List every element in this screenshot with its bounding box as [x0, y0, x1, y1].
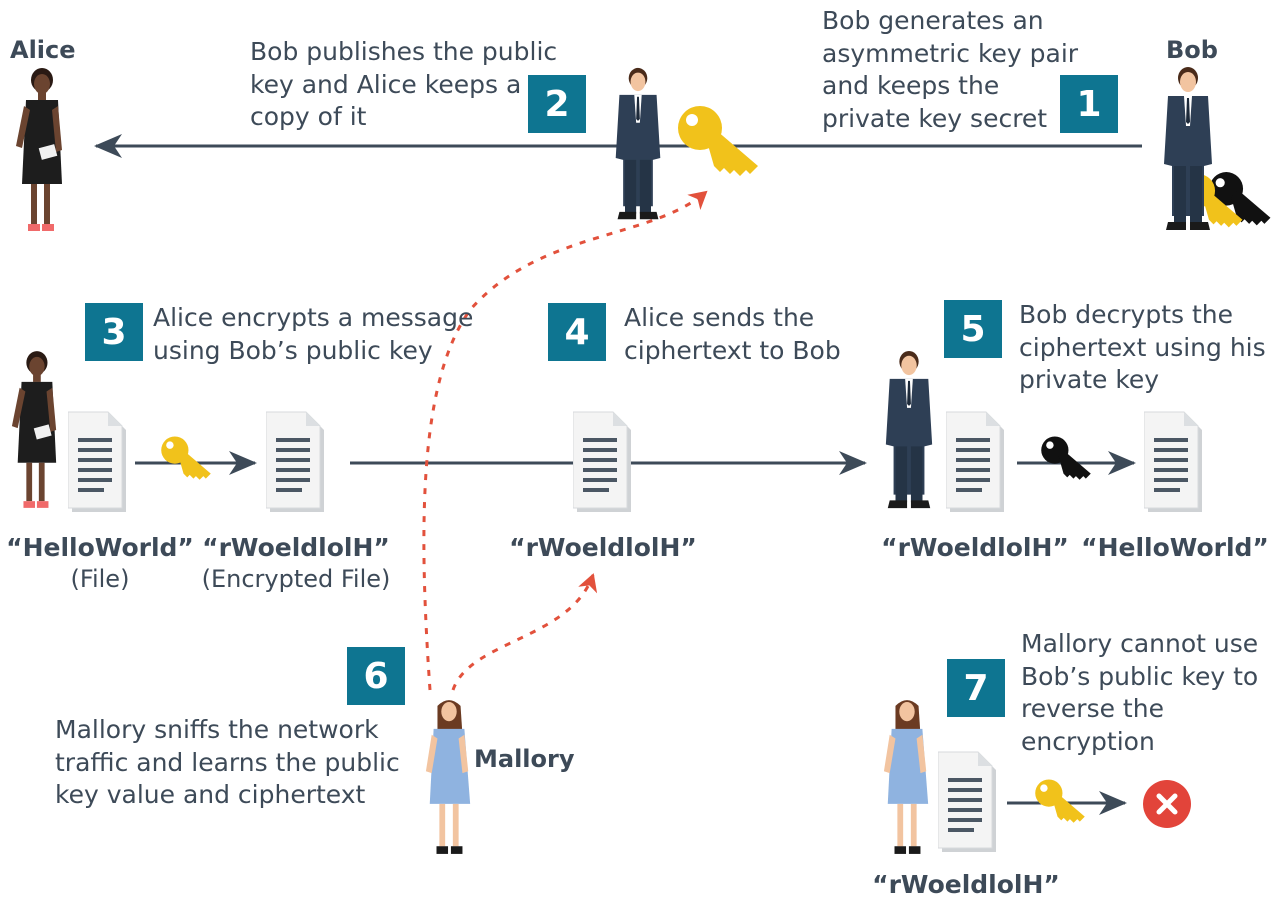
step-5-text: Bob decrypts the ciphertext using his pr… [1019, 300, 1266, 394]
file-plain-label: “HelloWorld” [6, 533, 194, 562]
document-icon [266, 411, 324, 512]
bob-name: Bob [1166, 36, 1218, 64]
step-7-badge: 7 [947, 659, 1005, 717]
error-icon [1143, 780, 1191, 828]
sniff-key-arrow [422, 190, 708, 691]
step-4-text: Alice sends the ciphertext to Bob [624, 303, 841, 365]
step-5-badge: 5 [944, 300, 1002, 358]
alice-person-icon [16, 68, 62, 231]
mallory-person-icon [883, 700, 929, 854]
sniff-cipher-arrow [451, 573, 598, 691]
file-plain-sub: (File) [70, 565, 130, 593]
step-1-text: Bob generates an asymmetric key pair and… [822, 6, 1079, 133]
step-7-text: Mallory cannot use Bob’s public key to r… [1021, 629, 1259, 756]
step-3-text: Alice encrypts a message using Bob’s pub… [153, 303, 474, 365]
public-key-icon [678, 106, 758, 176]
mallory-cipher-label: “rWoeldlolH” [872, 870, 1060, 899]
document-icon [938, 751, 996, 852]
step-3-badge: 3 [85, 303, 143, 361]
step-2-badge: 2 [528, 75, 586, 133]
private-key-icon [1041, 436, 1091, 480]
alice-person-icon [11, 351, 57, 508]
step-1-badge: 1 [1060, 75, 1118, 133]
public-key-icon [1035, 779, 1085, 823]
private-key-icon [1209, 172, 1271, 226]
step-4-badge: 4 [548, 303, 606, 361]
document-icon [1144, 411, 1202, 512]
step-6-text: Mallory sniffs the network traffic and l… [55, 715, 400, 809]
file-enc-sub: (Encrypted File) [201, 565, 391, 593]
document-icon [946, 411, 1004, 512]
mallory-person-icon [425, 700, 471, 854]
bob-person-icon [885, 350, 933, 509]
transit-label: “rWoeldlolH” [509, 533, 697, 562]
bob-person-icon [1164, 67, 1212, 230]
bob-cipher-label: “rWoeldlolH” [881, 533, 1069, 562]
step-2-text: Bob publishes the public key and Alice k… [250, 37, 558, 131]
bob-plain-label: “HelloWorld” [1081, 533, 1269, 562]
step-6-badge: 6 [347, 647, 405, 705]
document-icon [68, 411, 126, 512]
bob-person-icon [615, 67, 661, 220]
mallory-name: Mallory [474, 745, 575, 773]
alice-name: Alice [10, 36, 76, 64]
file-enc-label: “rWoeldlolH” [202, 533, 390, 562]
document-icon [573, 411, 631, 512]
public-key-icon [161, 436, 211, 480]
